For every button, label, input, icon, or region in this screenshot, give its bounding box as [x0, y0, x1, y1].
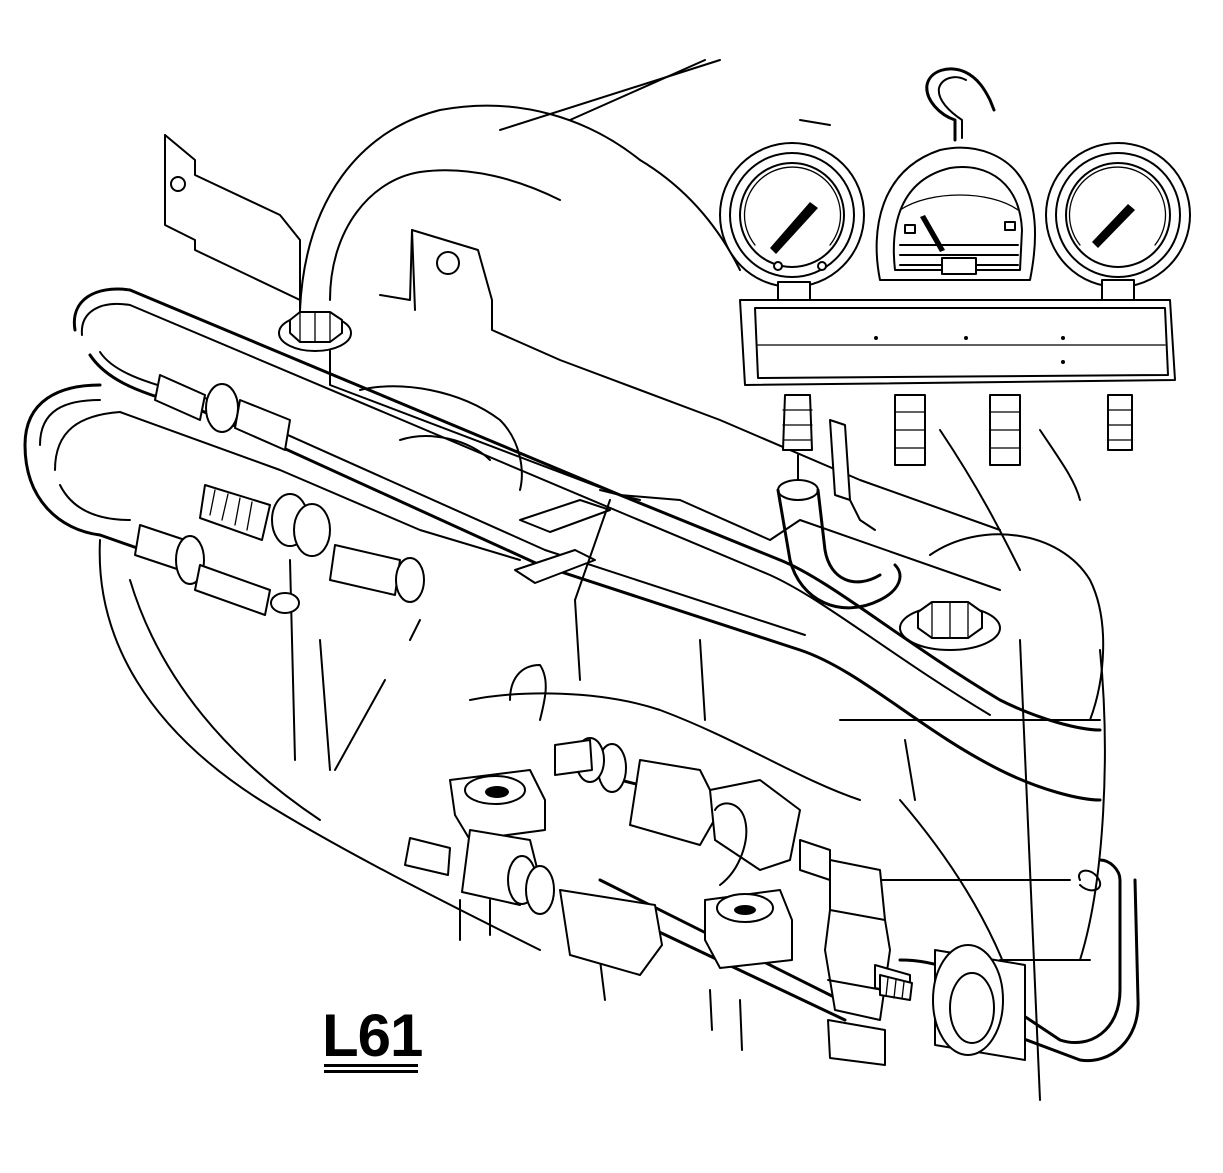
label-underline: [324, 1064, 418, 1067]
upper-connector: [134, 374, 425, 616]
high-side-gauge: [1045, 142, 1191, 305]
gauge-set: [719, 67, 1191, 466]
manifold-body: [739, 299, 1176, 386]
center-sight-gauge: [875, 146, 1036, 281]
engine-variant-label: L61: [322, 1002, 423, 1069]
label-underline: [324, 1070, 418, 1073]
manifold-barbs: [782, 394, 1133, 466]
service-port-adapter: [879, 974, 913, 1001]
line-clips: [514, 489, 641, 601]
bolt-lower: [899, 601, 1001, 651]
service-hose: [776, 419, 902, 610]
lower-connector: [404, 737, 1026, 1066]
hook: [925, 67, 996, 142]
low-side-gauge: [719, 142, 865, 307]
bolt-upper: [278, 311, 352, 352]
